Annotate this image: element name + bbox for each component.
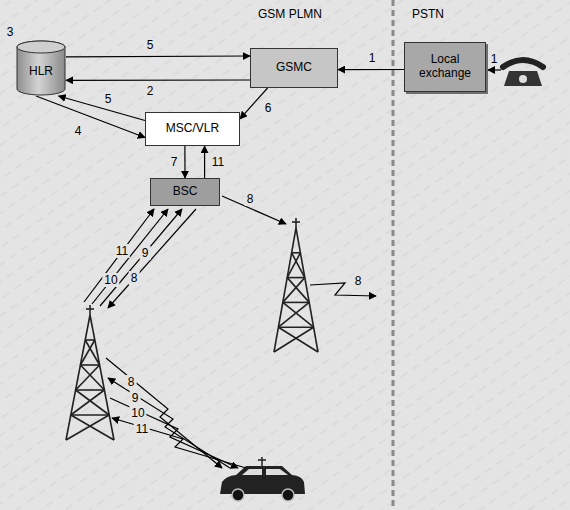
tower-strut	[76, 365, 100, 390]
signal-connector	[338, 69, 404, 70]
node-text: GSMC	[276, 61, 312, 75]
tower-strut	[71, 414, 109, 416]
tower-strut	[278, 302, 309, 327]
region-label: PSTN	[410, 7, 446, 21]
region-label: GSM PLMN	[256, 7, 324, 21]
tower-strut	[66, 415, 109, 440]
signal-connector	[184, 146, 185, 178]
tower-strut	[80, 365, 104, 390]
node-text: BSC	[173, 185, 198, 199]
step-number: 7	[169, 155, 180, 169]
tower-strut	[292, 252, 301, 254]
tower-strut	[283, 302, 309, 304]
tower-strut	[295, 218, 297, 228]
step-number: 8	[126, 375, 137, 389]
signal-connector	[66, 55, 250, 57]
step-number: 11	[134, 422, 150, 436]
step-number: 10	[102, 273, 119, 287]
tower-strut	[85, 339, 95, 341]
tower-strut	[71, 390, 105, 415]
signal-arrow	[92, 209, 168, 304]
callout-number: 3	[5, 25, 16, 39]
tower-strut	[283, 278, 305, 303]
gsmc-box: GSMC	[250, 48, 338, 88]
signal-arrow	[310, 283, 376, 296]
tower-strut	[80, 364, 99, 366]
signal-connector	[36, 96, 145, 138]
tower-strut	[89, 305, 91, 315]
tower-strut	[296, 228, 318, 352]
tower-strut	[76, 389, 105, 391]
step-number: 2	[145, 84, 156, 98]
step-number: 8	[245, 192, 256, 206]
signal-arrow	[112, 418, 246, 468]
step-number: 5	[103, 92, 114, 106]
local-exchange-box: Local exchange	[404, 42, 486, 92]
tower-strut	[287, 277, 305, 279]
step-number: 9	[140, 246, 151, 260]
signal-arrow	[100, 209, 182, 306]
step-number: 4	[73, 124, 84, 138]
tower-strut	[71, 415, 114, 440]
telephone-icon	[503, 60, 543, 86]
tower-strut	[278, 327, 318, 352]
step-number: 8	[353, 274, 364, 288]
signal-arrow	[488, 69, 501, 70]
msc-vlr-box: MSC/VLR	[145, 112, 240, 146]
tower-strut	[80, 340, 94, 365]
node-text: HLR	[29, 65, 53, 79]
antenna-tower	[66, 305, 114, 440]
tower-strut	[86, 308, 94, 310]
signal-arrow	[108, 209, 196, 308]
step-number: 1	[367, 51, 378, 65]
network-boundary	[392, 0, 395, 510]
tower-strut	[287, 278, 309, 303]
tower-strut	[283, 302, 314, 327]
signal-arrow	[84, 209, 154, 302]
signal-connector	[66, 79, 250, 81]
tower-strut	[274, 327, 314, 352]
tower-strut	[287, 253, 300, 278]
tower-strut	[278, 326, 313, 328]
signal-arrow	[110, 398, 238, 468]
node-text: MSC/VLR	[166, 122, 219, 136]
hlr-database: HLR	[16, 40, 66, 96]
bsc-box: BSC	[150, 178, 220, 206]
tower-strut	[66, 315, 90, 440]
step-number: 5	[145, 38, 156, 52]
step-number: 1	[489, 52, 500, 66]
signal-connector	[204, 146, 205, 178]
tower-strut	[274, 228, 296, 352]
step-number: 9	[130, 391, 141, 405]
signal-arrow	[108, 378, 230, 468]
step-number: 11	[210, 155, 226, 169]
step-number: 6	[263, 101, 274, 115]
step-number: 8	[129, 271, 140, 285]
tower-strut	[292, 221, 300, 223]
node-text: Local exchange	[410, 53, 480, 81]
step-number: 10	[129, 406, 146, 420]
tower-strut	[76, 390, 110, 415]
step-number: 11	[114, 244, 130, 258]
tower-strut	[90, 315, 114, 440]
